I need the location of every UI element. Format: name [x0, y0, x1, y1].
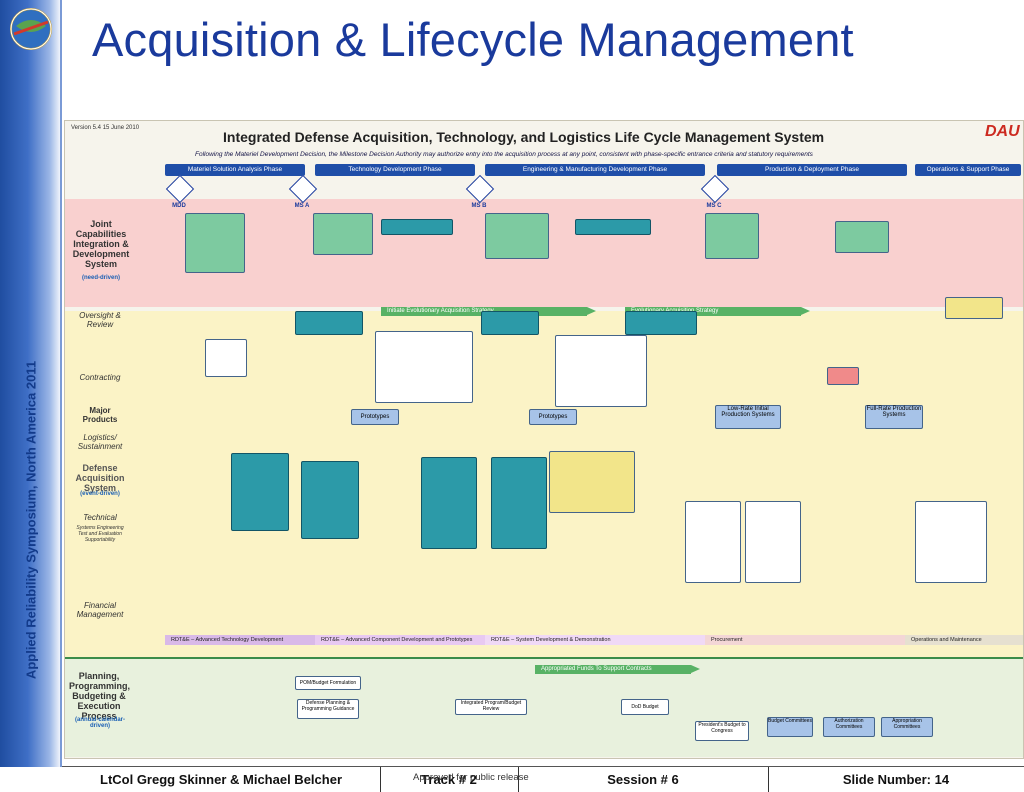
sidebar-divider — [60, 0, 62, 767]
jcids-block-3 — [381, 219, 453, 235]
slide-title: Acquisition & Lifecycle Management — [92, 13, 854, 66]
funding-procurement: Procurement — [705, 635, 911, 645]
ppbe-pom-formulation: POM/Budget Formulation — [295, 676, 361, 690]
chart-version: Version 5.4 15 June 2010 — [71, 125, 140, 131]
footer-authors: LtCol Gregg Skinner & Michael Belcher — [62, 767, 381, 792]
oversight-block-1 — [205, 339, 247, 377]
label-logistics: Logistics/ Sustainment — [77, 433, 123, 451]
label-ppbe-sub: (annual-calendar-driven) — [75, 717, 126, 729]
ppbe-president-budget: President's Budget to Congress — [695, 721, 749, 741]
label-das-sub: (event-driven) — [80, 491, 120, 497]
milestone-mdd-label: MDD — [172, 203, 186, 209]
contract-block-1 — [827, 367, 859, 385]
product-lrip: Low-Rate Initial Production Systems — [715, 405, 781, 429]
phase-os: Operations & Support Phase — [915, 164, 1021, 176]
label-das: Defense Acquisition System — [75, 463, 125, 493]
label-jcids: Joint Capabilities Integration & Develop… — [72, 219, 130, 269]
phase-pd: Production & Deployment Phase — [717, 164, 907, 176]
left-sidebar-bar — [0, 0, 62, 767]
symposium-globe-logo-icon — [10, 8, 52, 50]
ppbe-dppg: Defense Planning & Programming Guidance — [297, 699, 359, 719]
label-ppbe: Planning, Programming, Budgeting & Execu… — [69, 671, 131, 721]
label-contracting: Contracting — [79, 373, 121, 382]
label-jcids-sub: (need-driven) — [81, 275, 120, 281]
footer-track: Track # 2 — [380, 767, 519, 792]
label-oversight: Oversight & Review — [79, 311, 121, 329]
milestone-a-label: MS A — [294, 203, 310, 209]
technical-block-1 — [231, 453, 289, 531]
oversight-block-2 — [295, 311, 363, 335]
symposium-vertical-label: Applied Reliability Symposium, North Ame… — [23, 360, 39, 680]
oversight-block-4 — [625, 311, 697, 335]
os-block-1 — [945, 297, 1003, 319]
oversight-block-6 — [555, 335, 647, 407]
slide-footer: LtCol Gregg Skinner & Michael Belcher Tr… — [62, 766, 1024, 792]
oversight-block-3 — [481, 311, 539, 335]
chart-subtitle: Following the Materiel Development Decis… — [195, 151, 813, 158]
technical-block-5 — [549, 451, 635, 513]
chart-title: Integrated Defense Acquisition, Technolo… — [223, 129, 825, 145]
phase-emd: Engineering & Manufacturing Development … — [485, 164, 705, 176]
product-prototypes-2: Prototypes — [529, 409, 577, 425]
jcids-block-1 — [185, 213, 245, 273]
ppbe-budget-committees: Budget Committees — [767, 717, 813, 737]
footer-slide-number: Slide Number: 14 — [842, 772, 950, 787]
ppbe-divider — [65, 657, 1023, 659]
ppbe-dod-budget: DoD Budget — [621, 699, 669, 715]
jcids-block-7 — [835, 221, 889, 253]
technical-block-4 — [491, 457, 547, 549]
milestone-c-label: MS C — [706, 203, 722, 209]
lifecycle-chart: Version 5.4 15 June 2010 Integrated Defe… — [64, 120, 1024, 759]
funding-om: Operations and Maintenance — [905, 635, 1023, 645]
ppbe-band — [65, 659, 1023, 757]
milestone-b-label: MS B — [471, 203, 487, 209]
release-notice: Approved for public release — [413, 772, 529, 783]
technical-block-6 — [685, 501, 741, 583]
dau-logo: DAU — [985, 123, 1020, 140]
product-prototypes-1: Prototypes — [351, 409, 399, 425]
jcids-block-5 — [575, 219, 651, 235]
phase-msa: Materiel Solution Analysis Phase — [165, 164, 305, 176]
technical-block-8 — [915, 501, 987, 583]
oversight-block-5 — [375, 331, 473, 403]
ppbe-authorization-committees: Authorization Committees — [823, 717, 875, 737]
funding-atd: RDT&E – Advanced Technology Development — [165, 635, 321, 645]
technical-block-3 — [421, 457, 477, 549]
label-technical-sub: Systems Engineering Test and Evaluation … — [76, 525, 124, 543]
product-frp: Full-Rate Production Systems — [865, 405, 923, 429]
label-technical: Technical — [83, 513, 117, 522]
funding-acd: RDT&E – Advanced Component Development a… — [315, 635, 491, 645]
strip-appropriated-funds: Appropriated Funds To Support Contracts — [535, 665, 700, 674]
jcids-block-4 — [485, 213, 549, 259]
funding-sdd: RDT&E – System Development & Demonstrati… — [485, 635, 711, 645]
jcids-block-6 — [705, 213, 759, 259]
ppbe-appropriation-committees: Appropriation Committees — [881, 717, 933, 737]
technical-block-7 — [745, 501, 801, 583]
footer-session: Session # 6 — [518, 767, 769, 792]
label-financial: Financial Management — [76, 601, 124, 619]
jcids-block-2 — [313, 213, 373, 255]
ppbe-ipbr: Integrated Program/Budget Review — [455, 699, 527, 715]
phase-td: Technology Development Phase — [315, 164, 475, 176]
technical-block-2 — [301, 461, 359, 539]
label-major-products: Major Products — [82, 406, 118, 424]
